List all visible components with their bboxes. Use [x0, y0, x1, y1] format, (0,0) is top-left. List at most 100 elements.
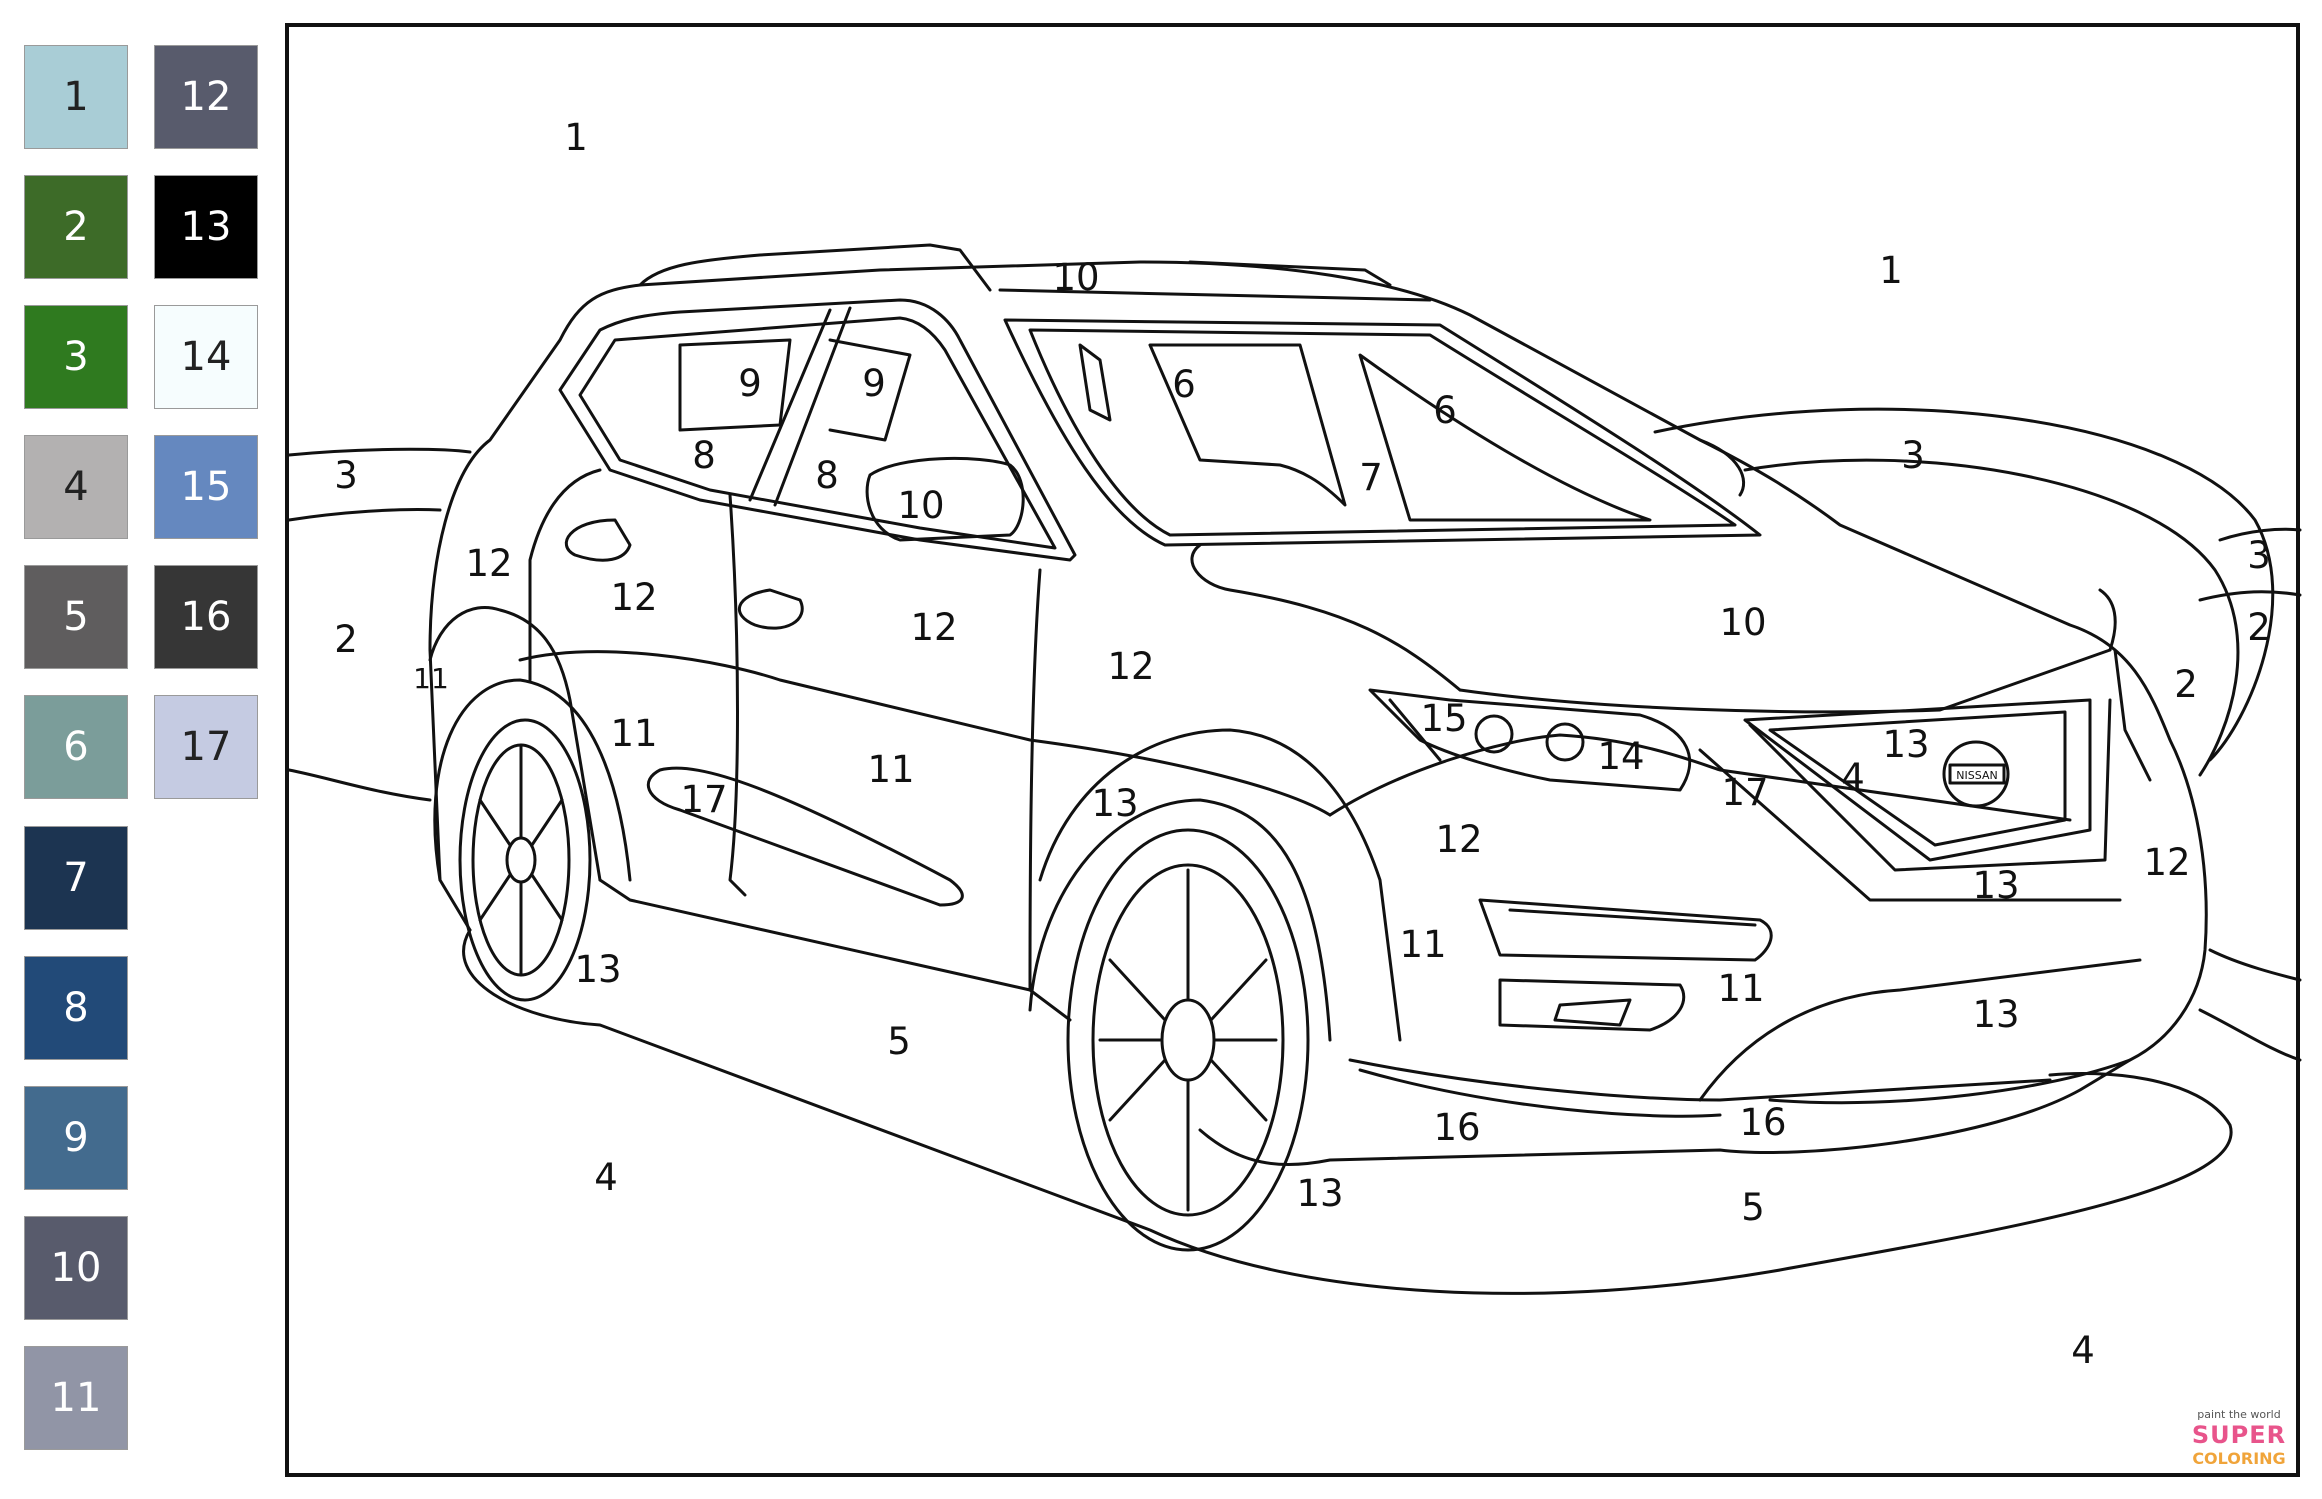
- swatch-label: 3: [63, 334, 89, 380]
- region-number: 6: [1172, 363, 1196, 406]
- region-number: 2: [334, 618, 358, 661]
- region-number: 3: [334, 454, 358, 497]
- swatch-13[interactable]: 13: [154, 175, 258, 279]
- swatch-10[interactable]: 10: [24, 1216, 128, 1320]
- region-number: 3: [1901, 434, 1925, 477]
- swatch-label: 11: [50, 1375, 102, 1421]
- region-number: 11: [610, 712, 657, 755]
- region-number: 12: [465, 542, 512, 585]
- swatch-label: 10: [50, 1245, 102, 1291]
- swatch-7[interactable]: 7: [24, 826, 128, 930]
- region-number: 17: [1721, 771, 1768, 814]
- swatch-label: 7: [63, 855, 89, 901]
- side-windows: [558, 298, 1077, 562]
- swatch-14[interactable]: 14: [154, 305, 258, 409]
- logo-line-1: SUPER: [2191, 1421, 2287, 1449]
- region-number: 11: [1399, 923, 1446, 966]
- swatch-label: 17: [180, 724, 232, 770]
- region-number: 8: [815, 454, 839, 497]
- region-number: 1: [1879, 249, 1903, 292]
- region-number: 12: [610, 576, 657, 619]
- swatch-3[interactable]: 3: [24, 305, 128, 409]
- nissan-emblem-text: NISSAN: [1956, 769, 1997, 782]
- swatch-16[interactable]: 16: [154, 565, 258, 669]
- region-number: 5: [1741, 1186, 1765, 1229]
- swatch-label: 16: [180, 594, 232, 640]
- front-fender: [1038, 728, 1402, 1042]
- region-numbers: 1 1 10 3 3 3 2 2 2 12 12 12 12 9 9 8 8 1…: [334, 116, 2271, 1372]
- region-number: 11: [1717, 967, 1764, 1010]
- swatch-12[interactable]: 12: [154, 45, 258, 149]
- region-number: 2: [2174, 663, 2198, 706]
- region-number: 16: [1739, 1101, 1786, 1144]
- rear-wheel: [433, 678, 632, 1002]
- windshield: [1003, 318, 1762, 547]
- region-number: 12: [1107, 645, 1154, 688]
- swatch-5[interactable]: 5: [24, 565, 128, 669]
- region-number: 2: [2247, 606, 2271, 649]
- region-number: 13: [1296, 1172, 1343, 1215]
- swatch-17[interactable]: 17: [154, 695, 258, 799]
- region-number: 14: [1597, 735, 1644, 778]
- region-number: 9: [738, 362, 762, 405]
- region-number: 13: [1882, 723, 1929, 766]
- logo-line-2: COLORING: [2192, 1449, 2286, 1468]
- region-number: 11: [867, 748, 914, 791]
- region-number: 12: [2143, 841, 2190, 884]
- region-number: 3: [2247, 534, 2271, 577]
- region-number: 8: [692, 434, 716, 477]
- lower-bumper: [1358, 898, 2132, 1118]
- region-number: 13: [1972, 864, 2019, 907]
- logo-tagline: paint the world: [2197, 1408, 2281, 1421]
- region-number: 6: [1433, 389, 1457, 432]
- region-number: 5: [887, 1020, 911, 1063]
- region-number: 13: [574, 948, 621, 991]
- region-number: 17: [680, 778, 727, 821]
- swatch-label: 8: [63, 985, 89, 1031]
- region-number: 12: [1435, 818, 1482, 861]
- headlights: [1368, 648, 2152, 792]
- swatch-15[interactable]: 15: [154, 435, 258, 539]
- region-number: 1: [564, 116, 588, 159]
- region-number: 10: [897, 484, 944, 527]
- region-number: 4: [2071, 1329, 2095, 1372]
- swatch-2[interactable]: 2: [24, 175, 128, 279]
- swatch-label: 13: [180, 204, 232, 250]
- front-wheel: [1028, 798, 1332, 1252]
- swatch-label: 15: [180, 464, 232, 510]
- swatch-label: 9: [63, 1115, 89, 1161]
- region-number: 9: [862, 362, 886, 405]
- swatch-11[interactable]: 11: [24, 1346, 128, 1450]
- swatch-1[interactable]: 1: [24, 45, 128, 149]
- swatch-6[interactable]: 6: [24, 695, 128, 799]
- region-number: 13: [1972, 993, 2019, 1036]
- swatch-label: 12: [180, 74, 232, 120]
- car-body: [428, 260, 2208, 1167]
- side-mirror: [865, 456, 1025, 542]
- swatch-9[interactable]: 9: [24, 1086, 128, 1190]
- region-number: 16: [1433, 1106, 1480, 1149]
- swatch-label: 5: [63, 594, 89, 640]
- region-number: 10: [1052, 256, 1099, 299]
- swatch-8[interactable]: 8: [24, 956, 128, 1060]
- coloring-canvas-frame[interactable]: [285, 23, 2300, 1477]
- car-shadow: [462, 928, 2233, 1295]
- region-number: 12: [910, 606, 957, 649]
- grille: [1698, 698, 2122, 902]
- region-number: 11: [413, 662, 449, 695]
- swatch-label: 1: [63, 74, 89, 120]
- region-number: 10: [1719, 601, 1766, 644]
- swatch-label: 6: [63, 724, 89, 770]
- region-number: 4: [1841, 756, 1865, 799]
- hood: [1190, 438, 2117, 714]
- swatch-4[interactable]: 4: [24, 435, 128, 539]
- swatch-label: 4: [63, 464, 89, 510]
- road-lines: [287, 407, 2302, 1062]
- region-number: 4: [594, 1156, 618, 1199]
- region-number: 15: [1420, 697, 1467, 740]
- region-number: 13: [1091, 782, 1138, 825]
- doors: [528, 468, 1042, 992]
- roof: [638, 243, 1432, 302]
- supercoloring-logo: paint the world SUPER COLORING: [2180, 1408, 2298, 1474]
